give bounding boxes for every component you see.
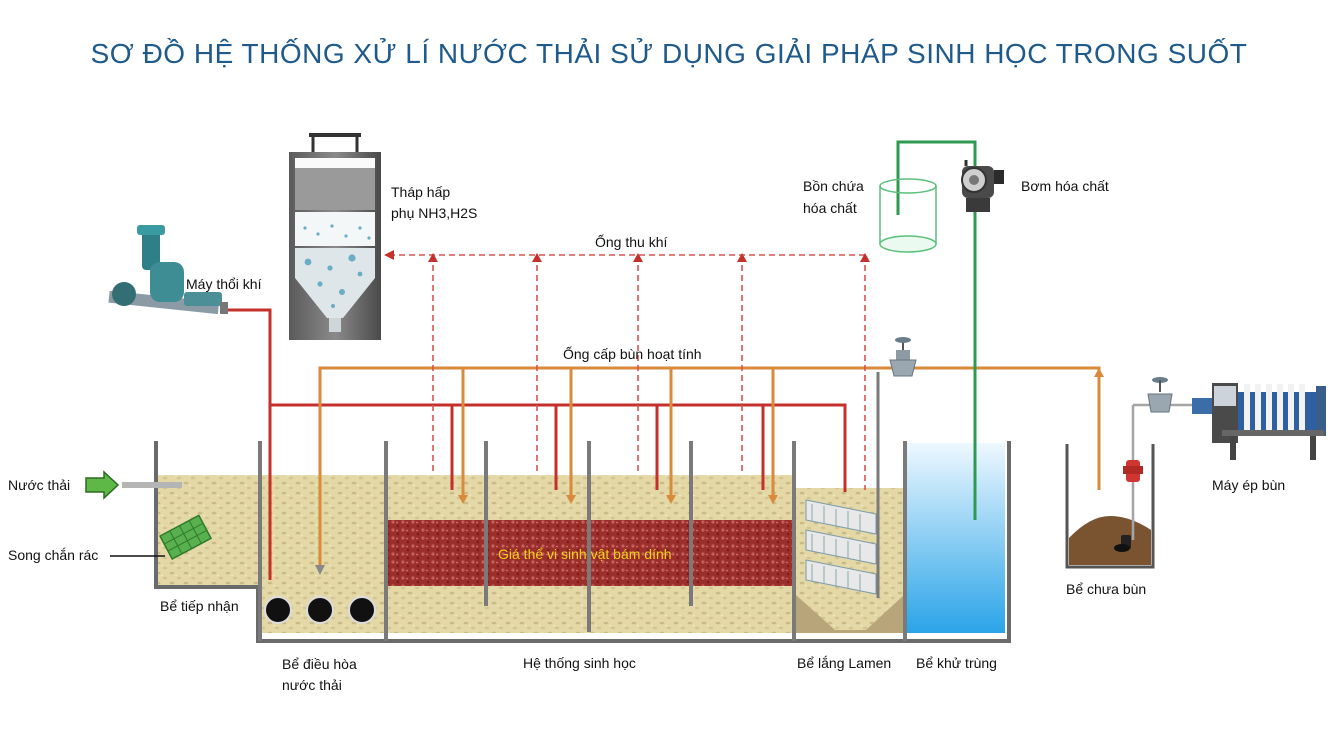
label-gia-the: Giá thể vi sinh vật bám dính (498, 546, 672, 562)
diagram-title: SƠ ĐỒ HỆ THỐNG XỬ LÍ NƯỚC THẢI SỬ DỤNG G… (90, 38, 1248, 69)
valve-icon (889, 337, 917, 377)
aerator-icon (348, 596, 376, 624)
label-he-thong-sinh-hoc: Hệ thống sinh học (523, 655, 636, 671)
chemical-tank-icon (879, 178, 937, 253)
inlet-pipe (122, 482, 182, 488)
inflow-arrow-icon (85, 470, 120, 500)
label-bon-chua-1: Bồn chứa (803, 178, 864, 194)
gas-collection-pipe (388, 254, 866, 490)
valve-icon (1147, 377, 1173, 413)
lamen-hopper (796, 595, 904, 633)
check-valve-icon (1123, 460, 1143, 482)
chemical-pump-icon (961, 160, 1004, 212)
label-be-tiep-nhan: Bể tiếp nhận (160, 598, 239, 614)
label-bom-hoa-chat: Bơm hóa chất (1021, 178, 1109, 194)
disinfection-water (907, 443, 1005, 633)
label-bon-chua-2: hóa chất (803, 200, 857, 216)
label-may-thoi-khi: Máy thổi khí (186, 276, 262, 292)
aerator-icon (264, 596, 292, 624)
label-be-dieu-hoa-2: nước thải (282, 677, 342, 693)
sludge-outlet-arrow-icon (315, 565, 325, 575)
sludge-tank (1065, 444, 1155, 569)
label-be-dieu-hoa-1: Bể điều hòa (282, 656, 357, 672)
sludge-pipe (318, 366, 1101, 565)
label-be-khu-trung: Bể khử trùng (916, 655, 997, 671)
sludge-arrow-icon (458, 368, 1104, 504)
submersible-pump-icon (1114, 535, 1131, 552)
absorption-tower-icon (289, 133, 381, 340)
air-blower-icon (108, 225, 228, 315)
label-song-chan-rac: Song chắn rác (8, 547, 98, 563)
label-be-lang-lamen: Bể lắng Lamen (797, 655, 891, 671)
label-thap-hap-1: Tháp hấp (391, 184, 450, 200)
label-be-chua-bun: Bể chưa bùn (1066, 581, 1146, 597)
chemical-pipe (896, 140, 977, 520)
gas-arrow-icon (384, 250, 870, 262)
label-ong-cap-bun: Ống cấp bùn hoạt tính (563, 345, 702, 362)
label-ong-thu-khi: Ống thu khí (595, 233, 667, 250)
label-thap-hap-2: phụ NH3,H2S (391, 205, 477, 221)
label-nuoc-thai: Nước thải (8, 477, 70, 493)
label-may-ep-bun: Máy ép bùn (1212, 477, 1285, 493)
bar-screen-icon (158, 514, 213, 560)
lamella-plates-icon (805, 499, 877, 595)
aerator-icon (306, 596, 334, 624)
filter-press-icon (1192, 383, 1326, 460)
